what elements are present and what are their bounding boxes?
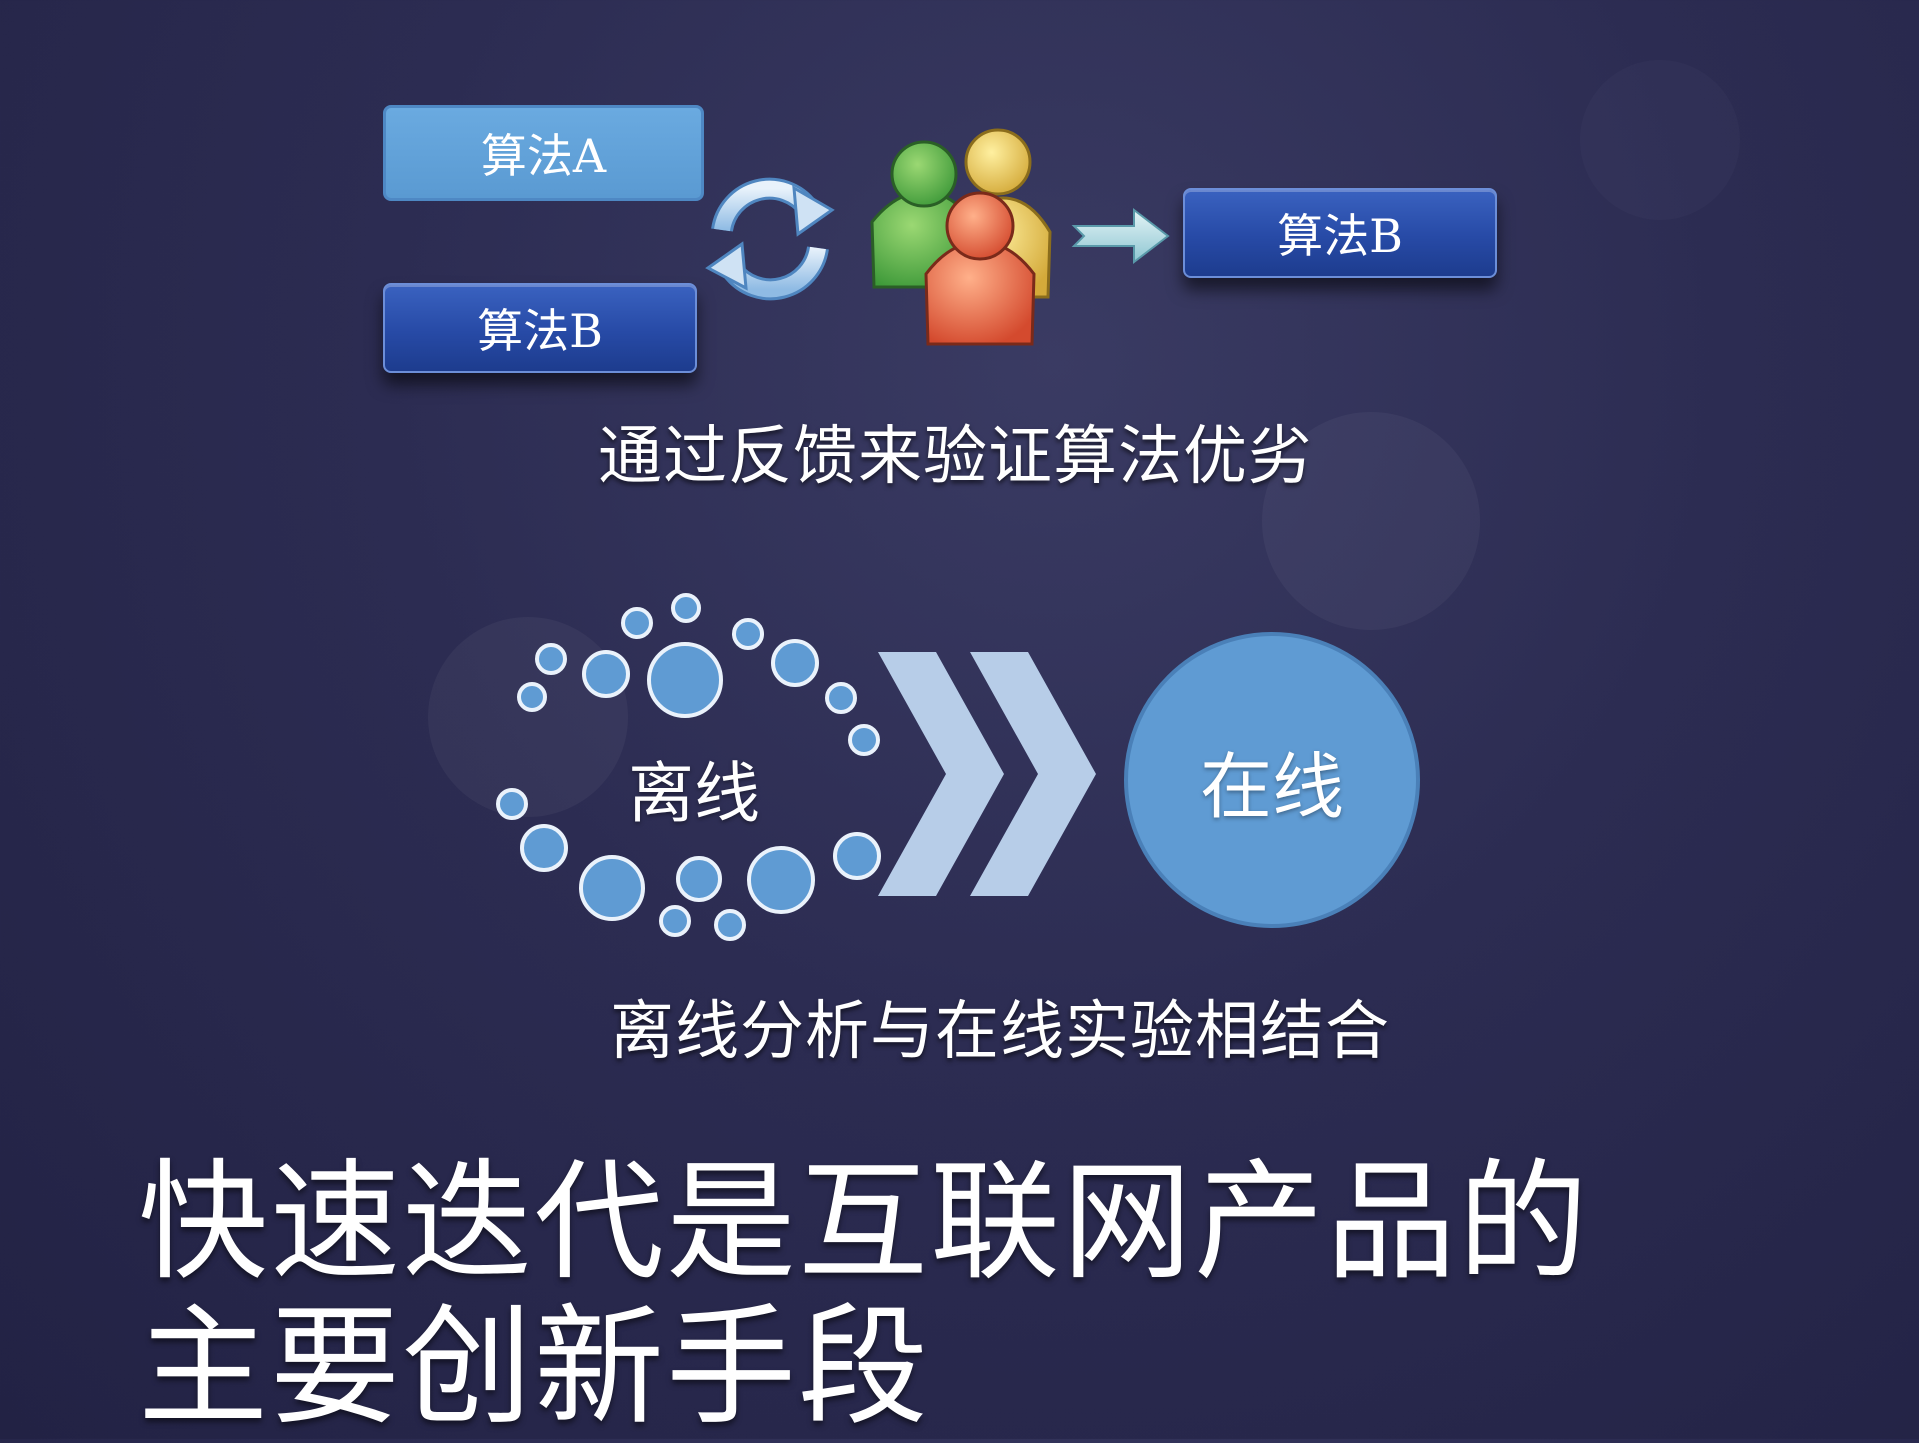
offline-dot	[714, 909, 746, 941]
offline-dot	[848, 724, 880, 756]
offline-dot	[732, 618, 764, 650]
users-group-icon	[870, 128, 1052, 346]
online-circle: 在线	[1124, 632, 1420, 928]
offline-dot	[496, 788, 528, 820]
algorithm-b-label: 算法B	[477, 304, 603, 358]
combine-caption: 离线分析与在线实验相结合	[610, 995, 1390, 1069]
offline-label: 离线	[628, 755, 760, 832]
feedback-caption: 通过反馈来验证算法优劣	[598, 420, 1313, 494]
offline-dot	[520, 824, 568, 872]
offline-dot	[582, 650, 630, 698]
algorithm-a-box: 算法A	[383, 105, 704, 201]
slide-title: 快速迭代是互联网产品的 主要创新手段	[138, 1150, 1590, 1440]
algorithm-b-box-right: 算法B	[1183, 188, 1497, 278]
offline-dot	[621, 607, 653, 639]
offline-dot	[517, 682, 547, 712]
title-line-2: 主要创新手段	[138, 1291, 931, 1443]
bokeh-circle	[1262, 412, 1480, 630]
offline-dot	[535, 643, 567, 675]
offline-dot	[771, 639, 819, 687]
double-chevron-icon	[878, 652, 1096, 896]
offline-dot	[671, 593, 701, 623]
offline-dot	[647, 642, 723, 718]
refresh-cycle-icon	[705, 177, 835, 301]
bokeh-circle	[428, 617, 628, 817]
offline-dot	[833, 832, 881, 880]
offline-dot	[659, 905, 691, 937]
offline-dot	[676, 856, 722, 902]
title-line-1: 快速迭代是互联网产品的	[138, 1146, 1591, 1298]
offline-dot	[747, 846, 815, 914]
algorithm-a-label: 算法A	[480, 129, 607, 183]
offline-dot	[579, 855, 645, 921]
online-label: 在线	[1199, 744, 1344, 829]
algorithm-b-box-left: 算法B	[383, 283, 697, 373]
arrow-right-icon	[1071, 207, 1170, 265]
algorithm-b-result-label: 算法B	[1277, 209, 1403, 263]
offline-dot	[825, 682, 857, 714]
